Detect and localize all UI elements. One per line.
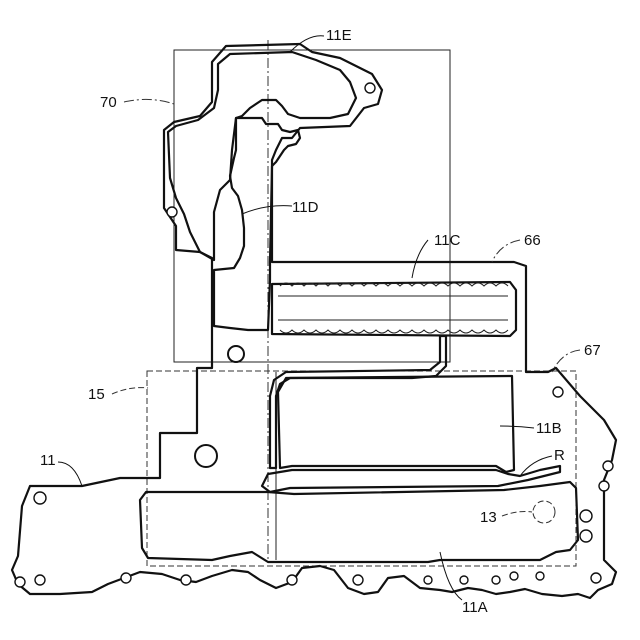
bolt-hole xyxy=(603,461,613,471)
label-11D: 11D xyxy=(292,199,319,216)
housing-11-body xyxy=(12,44,616,598)
bolt-hole xyxy=(580,530,592,542)
label-13: 13 xyxy=(480,509,497,526)
bolt-hole xyxy=(35,575,45,585)
sensor-13 xyxy=(533,501,555,523)
label-11B: 11B xyxy=(536,420,562,437)
bolt-hole xyxy=(121,573,131,583)
leader-70 xyxy=(124,99,174,104)
bolt-hole xyxy=(580,510,592,522)
bolt-hole xyxy=(492,576,500,584)
bolt-hole xyxy=(353,575,363,585)
leader-66 xyxy=(492,240,520,262)
label-67: 67 xyxy=(584,342,601,359)
bolt-hole xyxy=(365,83,375,93)
bolt-hole xyxy=(460,576,468,584)
bolt-hole xyxy=(228,346,244,362)
leader-11B xyxy=(500,426,534,428)
cavity-11C[interactable] xyxy=(272,282,516,336)
cavity-11A[interactable] xyxy=(140,482,578,562)
leader-13 xyxy=(502,512,532,517)
bolt-hole xyxy=(591,573,601,583)
cavity-11D[interactable] xyxy=(214,118,300,330)
bolt-hole xyxy=(15,577,25,587)
corrugation-bottom xyxy=(280,330,508,333)
label-66: 66 xyxy=(524,232,541,249)
passage-strip xyxy=(270,336,446,468)
bolt-hole xyxy=(424,576,432,584)
bolt-hole xyxy=(195,445,217,467)
leader-11C xyxy=(412,240,428,278)
label-11E: 11E xyxy=(326,27,352,44)
bolt-hole xyxy=(34,492,46,504)
leader-15 xyxy=(112,388,148,394)
leader-R xyxy=(520,456,552,476)
leader-11 xyxy=(58,462,82,486)
bolt-hole xyxy=(553,387,563,397)
label-11: 11 xyxy=(40,452,56,469)
cavity-11B[interactable] xyxy=(278,376,514,472)
label-R: R xyxy=(554,447,565,464)
label-11A: 11A xyxy=(462,599,488,616)
bolt-hole xyxy=(167,207,177,217)
bolt-hole xyxy=(510,572,518,580)
label-15: 15 xyxy=(88,386,105,403)
bolt-hole xyxy=(287,575,297,585)
bolt-hole xyxy=(599,481,609,491)
bolt-hole xyxy=(181,575,191,585)
cavity-11E[interactable] xyxy=(168,52,356,260)
label-70: 70 xyxy=(100,94,117,111)
leader-11D xyxy=(242,206,292,214)
bolt-hole xyxy=(536,572,544,580)
label-11C: 11C xyxy=(434,232,461,249)
